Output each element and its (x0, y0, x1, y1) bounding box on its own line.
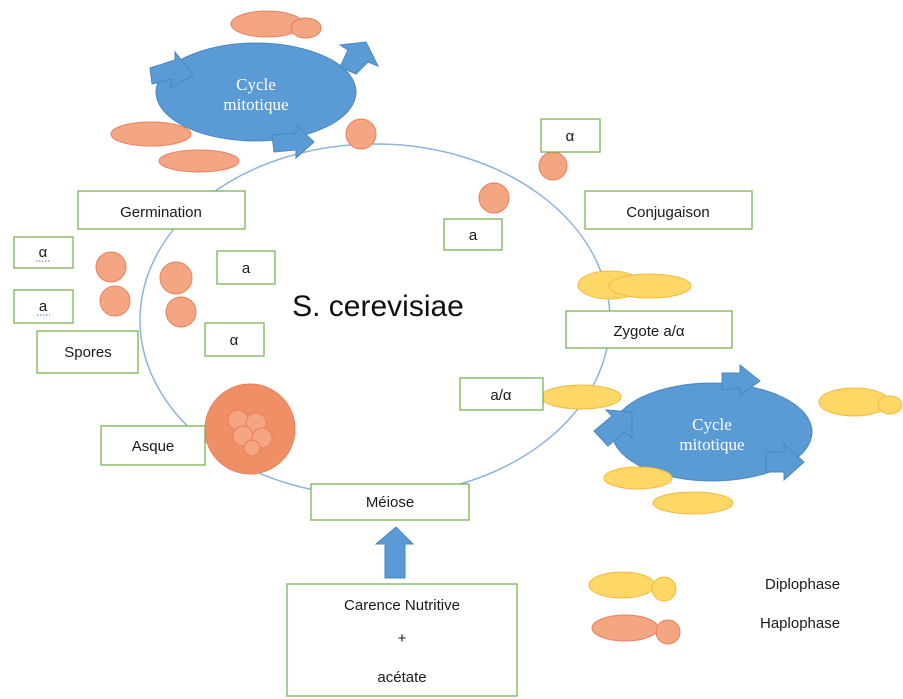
cycle-label-1b: mitotique (223, 95, 288, 114)
cycle-label-2a: Cycle (692, 415, 732, 434)
svg-text:a/α: a/α (490, 387, 512, 404)
svg-text:a: a (39, 298, 48, 315)
legend-diplophase: Diplophase (765, 576, 840, 593)
arrow-icon (765, 442, 805, 482)
haploid-cell (165, 296, 197, 328)
arrow-icon (149, 50, 194, 89)
diploid-cell (652, 491, 734, 515)
haploid-cell (345, 118, 377, 150)
diploid-cell (603, 466, 673, 490)
svg-text:Spores: Spores (64, 344, 112, 361)
label-meiose: Méiose (310, 483, 470, 521)
legend-diploid-swatch (588, 571, 656, 599)
svg-text:Asque: Asque (132, 438, 175, 455)
ascus (204, 383, 296, 475)
label-alpha-left: α (13, 236, 74, 269)
diploid-cell (877, 395, 903, 415)
arrow-icon (721, 363, 761, 396)
label-a-alpha: a/α (459, 377, 544, 411)
label-asque: Asque (100, 425, 206, 466)
svg-text:Méiose: Méiose (366, 494, 414, 511)
arrow-icon (593, 409, 633, 447)
haploid-cell (159, 261, 193, 295)
haploid-mitotic-cycle: Cycle mitotique (149, 41, 380, 160)
haploid-cell (290, 17, 322, 39)
label-a-left: a (13, 289, 74, 324)
diagram-title: S. cerevisiae (292, 290, 464, 323)
svg-text:a: a (469, 227, 478, 244)
haploid-cell (478, 182, 510, 214)
haploid-cell (538, 151, 568, 181)
svg-text:Zygote a/α: Zygote a/α (613, 323, 685, 340)
svg-text:a: a (242, 260, 251, 277)
arrow-icon (271, 123, 315, 160)
svg-text:α: α (566, 128, 575, 145)
label-alpha-inner: α (204, 322, 265, 357)
diploid-mitotic-cycle: Cycle mitotique (593, 363, 813, 482)
haploid-cell (95, 251, 127, 283)
svg-text:α: α (230, 332, 239, 349)
label-a-inner: a (216, 250, 276, 285)
svg-text:Conjugaison: Conjugaison (626, 204, 709, 221)
diploid-cell (608, 273, 692, 299)
cycle-label-2b: mitotique (679, 435, 744, 454)
haploid-cell (99, 285, 131, 317)
legend-haploid-swatch (591, 614, 659, 642)
svg-text:α: α (39, 244, 48, 261)
up-arrow-icon (374, 526, 415, 579)
arrow-icon (338, 41, 380, 75)
haploid-cell (110, 121, 192, 147)
diploid-cell (540, 384, 622, 410)
label-zygote: Zygote a/α (565, 310, 733, 349)
svg-text:Carence Nutritive: Carence Nutritive (344, 597, 460, 614)
svg-text:acétate: acétate (377, 669, 426, 686)
haploid-cell (158, 149, 240, 173)
svg-text:Germination: Germination (120, 204, 202, 221)
label-conjugaison: Conjugaison (584, 190, 753, 230)
legend: Diplophase Haplophase (588, 571, 840, 645)
cycle-label-1a: Cycle (236, 75, 276, 94)
label-alpha-top: α (540, 118, 601, 153)
label-a-top: a (443, 218, 503, 251)
legend-haplophase: Haplophase (760, 615, 840, 632)
label-spores: Spores (36, 330, 139, 374)
label-germination: Germination (77, 190, 246, 230)
label-carence: Carence Nutritive + acétate (286, 583, 518, 697)
svg-text:+: + (398, 630, 407, 647)
